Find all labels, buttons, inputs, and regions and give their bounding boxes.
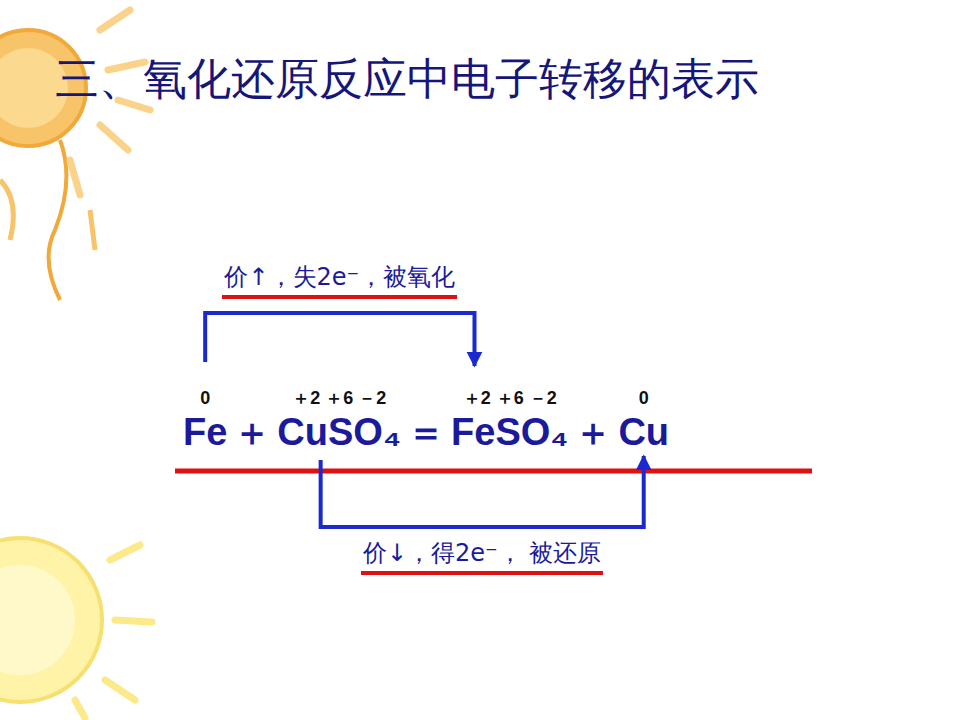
oxidation-number: 0 — [183, 386, 227, 410]
chemical-formula: Fe — [183, 410, 227, 454]
chemical-species: ＋2 ＋6 －2FeSO₄ — [451, 386, 568, 454]
operator-sign: ＝ — [407, 410, 445, 454]
equation-underline — [175, 469, 812, 474]
chemical-species: 0Fe — [183, 386, 227, 454]
oxidation-number: ＋2 ＋6 －2 — [451, 386, 568, 410]
chemical-species: ＋2 ＋6 －2CuSO₄ — [277, 386, 401, 454]
yellow-balloon — [0, 538, 152, 718]
chemical-formula: CuSO₄ — [277, 410, 401, 454]
chemical-species: 0Cu — [618, 386, 669, 454]
chemical-formula: FeSO₄ — [451, 410, 568, 454]
electron-transfer-arrow — [205, 313, 474, 366]
electron-transfer-arrow — [321, 456, 644, 527]
oxidation-number: ＋2 ＋6 －2 — [277, 386, 401, 410]
oxidation-number: 0 — [618, 386, 669, 410]
chemical-formula: Cu — [618, 410, 669, 454]
operator-sign: ＋ — [233, 410, 271, 454]
transfer-label: 价↓，得2e⁻， 被还原 — [361, 537, 603, 575]
transfer-label: 价↑，失2e⁻，被氧化 — [222, 261, 457, 299]
operator-sign: ＋ — [574, 410, 612, 454]
slide-title: 三、氧化还原反应中电子转移的表示 — [55, 50, 759, 109]
